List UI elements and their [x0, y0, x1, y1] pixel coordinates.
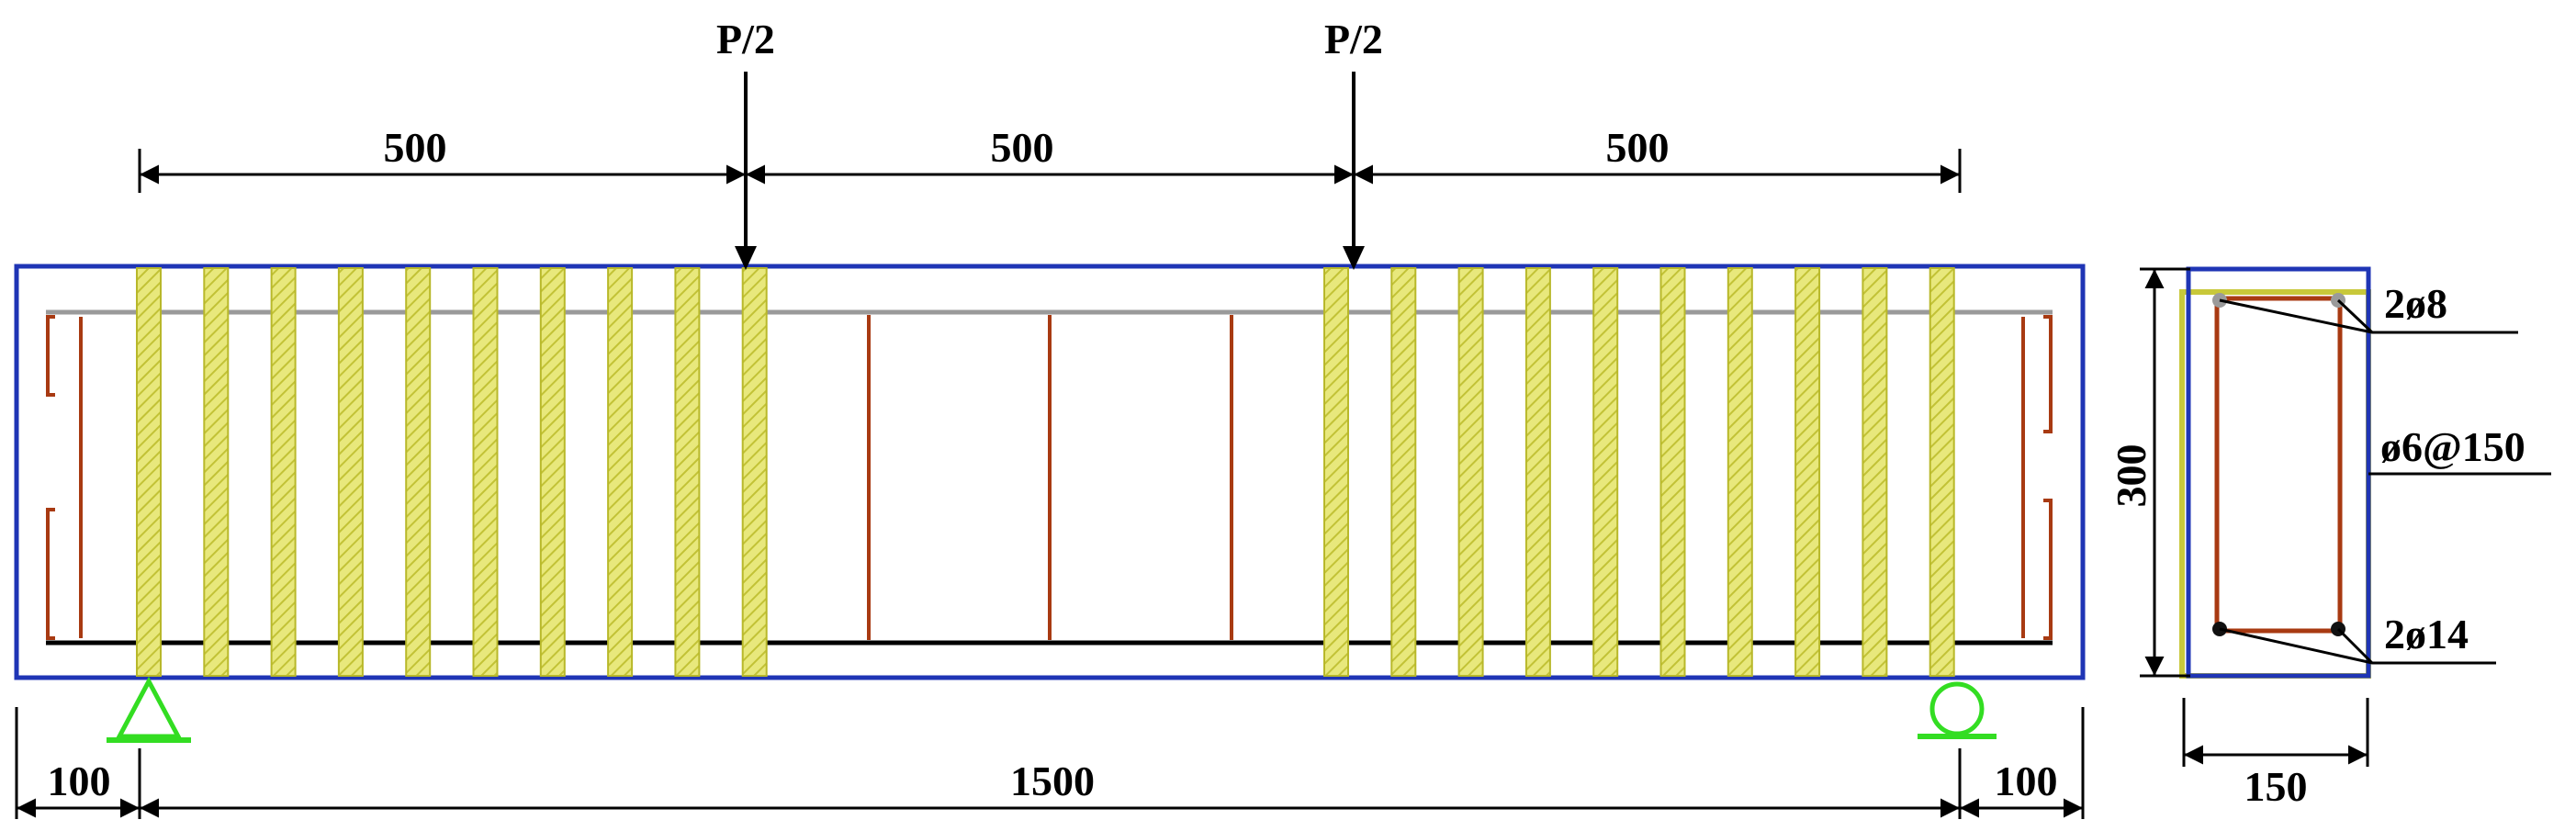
right-end-hooks [2021, 315, 2053, 640]
cfrp-strip [674, 267, 701, 677]
beam-elevation [14, 264, 2086, 680]
section-width-label: 150 [2244, 763, 2308, 810]
top-dimension-right: 500 [1606, 124, 1670, 171]
cfrp-strip [1862, 267, 1888, 677]
roller-support-icon [1918, 681, 1997, 739]
cfrp-strip [203, 267, 230, 677]
left-load-label: P/2 [716, 16, 775, 62]
bottom-rebar-label: 2ø14 [2384, 611, 2469, 657]
cfrp-strip [1592, 267, 1619, 677]
bottom-dimension-right-overhang: 100 [1995, 758, 2058, 804]
left-load-arrowhead [735, 246, 757, 270]
top-rebar-label: 2ø8 [2384, 280, 2447, 327]
cfrp-strip [1794, 267, 1821, 677]
section-height-dimension [2140, 267, 2190, 678]
top-dimension-line [138, 149, 1962, 193]
left-point-load: P/2 [716, 16, 775, 270]
section-width-dimension [2182, 698, 2369, 767]
stirrup-label: ø6@150 [2380, 423, 2525, 470]
middle-stirrups [867, 315, 1233, 640]
cfrp-strip [1524, 267, 1551, 677]
cfrp-strip [337, 267, 364, 677]
bottom-dimension-left-overhang: 100 [48, 758, 111, 804]
right-load-label: P/2 [1324, 16, 1383, 62]
cfrp-strip [136, 267, 162, 677]
section-height-label: 300 [2108, 444, 2154, 508]
section-stirrup [2214, 296, 2343, 634]
cfrp-strip [1659, 267, 1686, 677]
cfrp-strip [1390, 267, 1417, 677]
bottom-dimension-line [15, 707, 2085, 819]
bottom-dimension-span: 1500 [1010, 758, 1095, 804]
cross-section: 2ø8 ø6@150 2ø14 300 150 [2108, 266, 2551, 810]
cfrp-strip [1727, 267, 1753, 677]
cfrp-strip [405, 267, 432, 677]
cfrp-strips [136, 267, 1955, 677]
top-dimension-left: 500 [384, 124, 447, 171]
section-leaders [2219, 298, 2551, 665]
right-load-arrowhead [1343, 246, 1365, 270]
cfrp-strip [472, 267, 499, 677]
pin-support-icon [107, 676, 191, 743]
cfrp-strip [607, 267, 634, 677]
left-end-hooks [46, 315, 83, 640]
cfrp-strip [1929, 267, 1955, 677]
cfrp-strip [1323, 267, 1349, 677]
cfrp-strip [1457, 267, 1484, 677]
cfrp-strip [539, 267, 566, 677]
cfrp-strip [270, 267, 297, 677]
cfrp-strip [741, 267, 768, 677]
top-dimension-middle: 500 [991, 124, 1054, 171]
right-point-load: P/2 [1324, 16, 1383, 270]
